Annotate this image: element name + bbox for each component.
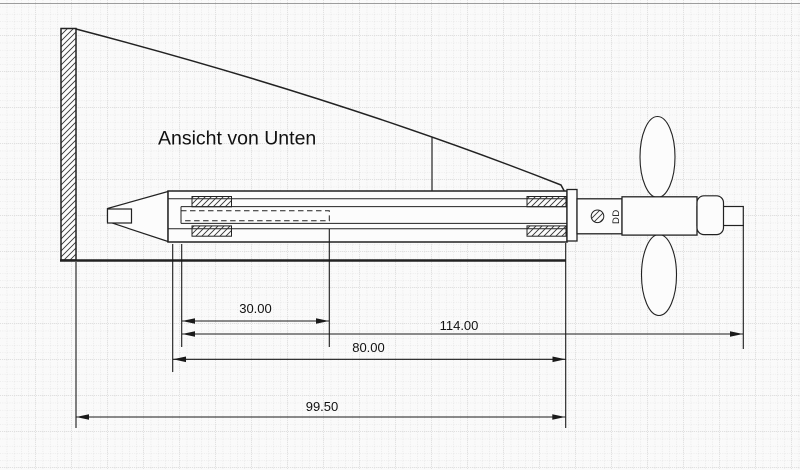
transom-hatch bbox=[60, 27, 77, 261]
dimension-30: 30.00 bbox=[182, 301, 329, 324]
dimension-80-label: 80.00 bbox=[352, 340, 385, 355]
bearing-hatch-right-top bbox=[526, 196, 567, 208]
dimension-114-label: 114.00 bbox=[440, 318, 479, 333]
dimension-99-label: 99.50 bbox=[306, 399, 339, 414]
hull-outline-curve bbox=[75, 28, 566, 192]
bearing-hatch-left-top bbox=[191, 196, 232, 208]
dimension-114: 114.00 bbox=[182, 318, 743, 337]
hidden-bore-dashed bbox=[180, 210, 330, 222]
view-title: Ansicht von Unten bbox=[158, 128, 316, 150]
propeller-blade-top bbox=[639, 115, 676, 199]
shaft-label: DD bbox=[611, 209, 622, 224]
propeller-blade-bottom bbox=[640, 233, 678, 317]
dimension-extension-lines bbox=[75, 225, 744, 428]
propeller-nut bbox=[696, 195, 725, 236]
bearing-hatch-right-bottom bbox=[526, 225, 567, 237]
propeller-hub bbox=[621, 196, 698, 236]
shaft-tip bbox=[106, 208, 133, 224]
screw-head-icon bbox=[590, 209, 605, 224]
stern-tube-body bbox=[167, 190, 568, 243]
dimension-80: 80.00 bbox=[173, 340, 566, 363]
tube-bore-lines bbox=[168, 198, 567, 230]
shaft-flange-ring bbox=[566, 188, 578, 242]
dimension-99: 99.50 bbox=[76, 399, 566, 420]
dimension-30-label: 30.00 bbox=[239, 301, 272, 316]
bearing-hatch-left-bottom bbox=[191, 225, 232, 237]
